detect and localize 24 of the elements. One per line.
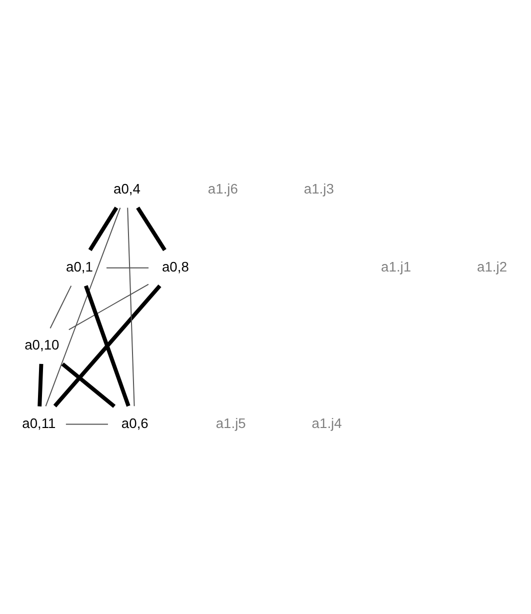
- label: a1.j2: [477, 258, 508, 275]
- connector: [45, 207, 121, 407]
- node-text: a0,1: [66, 258, 93, 275]
- connector: [50, 285, 72, 329]
- node-text: a0,4: [114, 180, 140, 196]
- connector: [136, 206, 166, 252]
- connector: [53, 284, 162, 408]
- connector: [127, 207, 135, 407]
- connector: [65, 424, 108, 425]
- node-text: a0,11: [22, 414, 56, 431]
- connector: [38, 364, 44, 406]
- label: a1.j5: [216, 414, 246, 431]
- label: a1.j1: [381, 258, 412, 275]
- connector: [61, 362, 116, 408]
- connector: [68, 284, 149, 330]
- connector: [88, 206, 118, 252]
- node-text: a0,10: [24, 336, 60, 353]
- label: a1.j6: [208, 180, 238, 196]
- connector: [106, 267, 150, 268]
- node-text: a0,8: [162, 258, 189, 275]
- label: a1.j4: [312, 414, 342, 431]
- connector: [84, 285, 130, 407]
- node-text: a0,6: [121, 414, 148, 431]
- label: a1.j3: [304, 180, 334, 196]
